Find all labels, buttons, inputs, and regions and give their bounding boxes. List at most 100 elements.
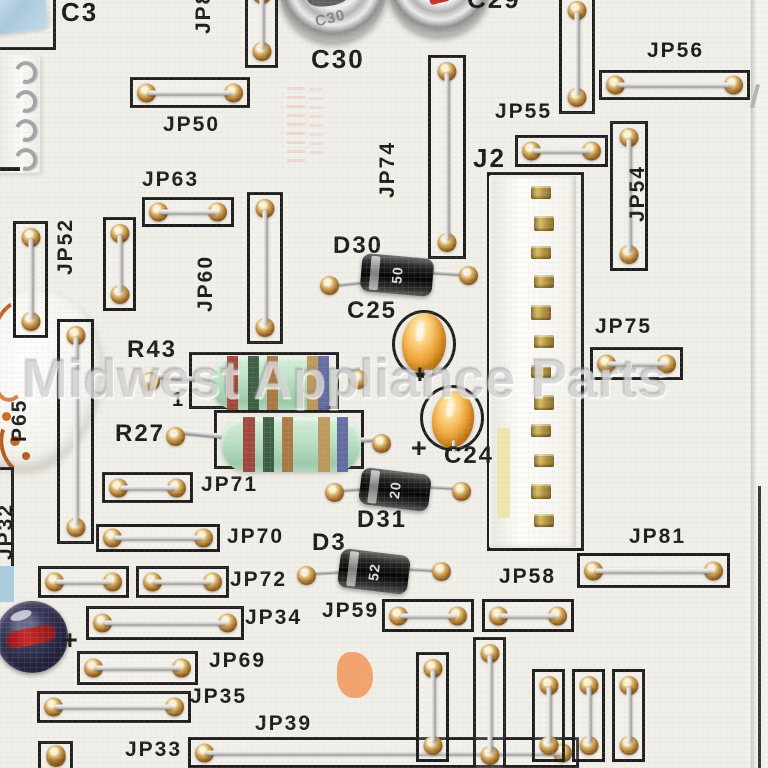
solder-pad	[149, 202, 168, 222]
jumper-wire	[154, 579, 211, 585]
label-jp71: JP71	[201, 473, 259, 496]
j2-outline	[487, 172, 584, 551]
r43-pad	[349, 370, 368, 389]
r27-pad	[166, 427, 185, 446]
jumper-jp58	[482, 599, 574, 632]
label-c30: C30	[311, 44, 365, 74]
solder-pad	[44, 697, 63, 717]
jumper-jp72-right	[136, 566, 229, 598]
solder-pad	[137, 83, 156, 102]
jumper-jp33	[38, 741, 73, 768]
label-jp59: JP59	[322, 599, 380, 622]
jumper-jp54	[610, 121, 648, 271]
j2-gold-pin	[531, 484, 551, 499]
label-jp55: JP55	[495, 100, 553, 123]
solder-pad	[195, 743, 214, 762]
label-jp81: JP81	[629, 525, 687, 548]
solder-pad	[619, 128, 639, 147]
solder-pad	[423, 659, 442, 678]
jumper-jp81	[577, 553, 730, 588]
jumper-jp69	[77, 651, 198, 685]
diode-band	[368, 255, 381, 291]
resistor-band-copper	[282, 417, 293, 472]
label-jp75: JP75	[595, 315, 653, 338]
small-electrolytic-cap	[0, 601, 68, 673]
d3-pad	[297, 566, 316, 585]
solder-pad	[194, 528, 213, 548]
resistor-band-blue	[318, 356, 329, 410]
jumper-wire	[160, 209, 216, 215]
cap-red-stripe	[4, 622, 58, 651]
jumper-wire	[206, 750, 561, 755]
solder-pad	[423, 736, 442, 755]
solder-pad	[657, 354, 676, 373]
label-jp69: JP69	[209, 649, 267, 672]
j2-gold-pin	[534, 514, 554, 527]
j2-gold-pin	[531, 186, 551, 199]
jumper-jp74	[428, 55, 466, 259]
resistor-band-red	[227, 356, 238, 410]
cap-reflection	[305, 0, 351, 9]
label-d31: D31	[357, 506, 408, 533]
connector-base-line	[0, 167, 20, 171]
c30-etch-text: C30	[313, 6, 348, 31]
label-r27: R27	[115, 420, 166, 447]
jumper-jp63	[142, 197, 234, 227]
solder-pad	[21, 312, 40, 331]
solder-pad	[480, 746, 499, 765]
jumper-wire	[104, 620, 226, 626]
jumper-wire	[430, 670, 435, 744]
resistor-band-blue	[337, 417, 348, 472]
solder-pad	[522, 141, 541, 161]
jumper-jp72-left	[38, 566, 129, 598]
solder-pad	[255, 318, 275, 337]
jumper-wire	[608, 361, 665, 366]
left-connector	[0, 55, 41, 175]
jumper-wire	[56, 579, 111, 585]
c30-capacitor: C30	[279, 0, 387, 42]
resistor-band-green	[263, 417, 274, 472]
j2-gold-pin	[531, 365, 551, 378]
label-jp35: JP35	[190, 685, 248, 708]
jumper-wire	[500, 613, 556, 618]
cap-glint	[9, 607, 33, 624]
d31-pad	[452, 482, 471, 501]
diode-band	[367, 469, 381, 504]
resistor-band-gold	[307, 356, 318, 410]
resistor-band-green	[248, 356, 259, 410]
solder-pad	[567, 88, 587, 107]
resistor-band-copper	[267, 356, 278, 410]
jumper-jp50	[130, 77, 250, 108]
diode-marking: 50	[388, 265, 406, 285]
solder-pad	[45, 572, 64, 592]
solder-pad	[548, 606, 567, 625]
label-r43: R43	[127, 336, 178, 363]
c24-lead	[452, 440, 456, 452]
c25-lead	[424, 370, 428, 382]
jumper-wire	[120, 485, 175, 490]
solder-pad	[21, 228, 40, 247]
solder-pad	[46, 745, 65, 764]
solder-pad	[172, 658, 191, 678]
copper-dot	[2, 412, 11, 421]
jumper-jp8	[245, 0, 278, 68]
label-c29: C29	[467, 0, 521, 12]
solder-pad	[224, 83, 243, 102]
label-plus-c25: +	[412, 359, 428, 389]
jumper-wire	[148, 90, 232, 95]
label-jp34: JP34	[245, 606, 303, 629]
edge-silkscreen-line	[758, 486, 761, 768]
j2-gold-pin	[531, 246, 551, 259]
jumper-bottom-3	[532, 669, 565, 762]
solder-pad	[606, 75, 625, 95]
solder-pad	[597, 354, 616, 373]
j2-gold-pin	[534, 216, 554, 231]
label-j2: J2	[473, 143, 506, 173]
solder-pad	[167, 478, 186, 497]
jumper-wire	[259, 0, 264, 50]
orange-paint-dot	[337, 652, 373, 698]
label-jp8: JP8	[192, 0, 215, 34]
label-jp56: JP56	[647, 39, 705, 62]
solder-pad	[619, 676, 638, 695]
connector-pin-icon	[11, 86, 41, 117]
